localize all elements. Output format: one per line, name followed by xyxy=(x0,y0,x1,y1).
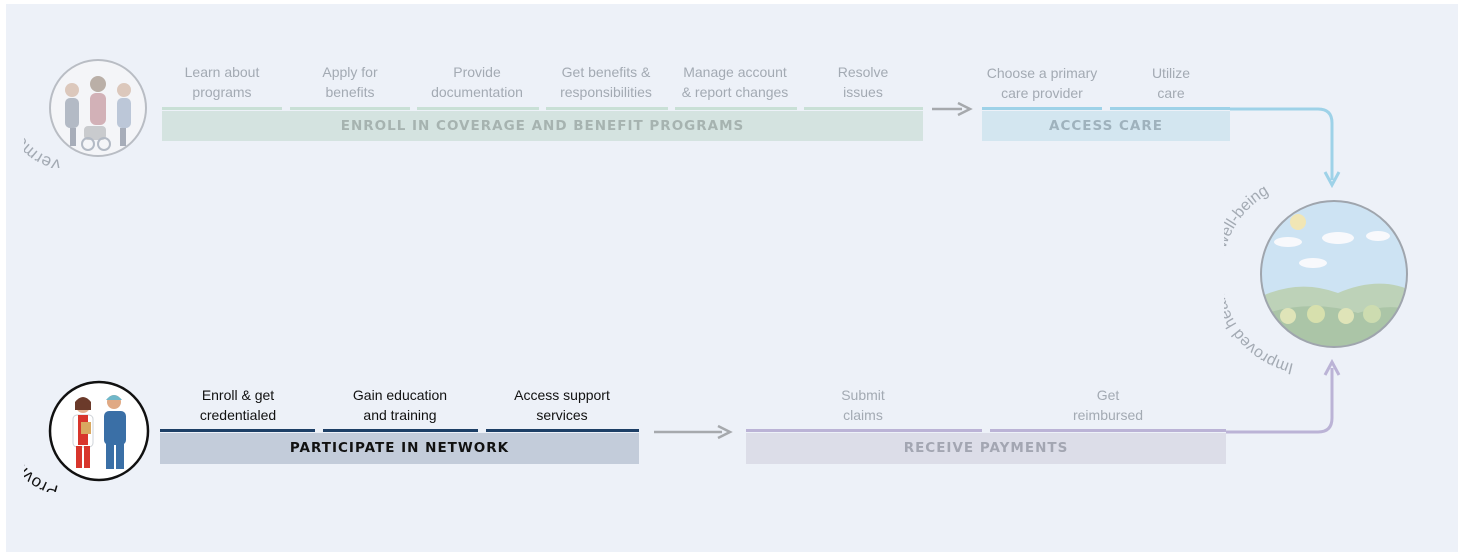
care-line-2 xyxy=(1110,107,1230,110)
step-provide-documentation: Provide documentation xyxy=(431,64,523,100)
step-utilize-care: Utilize care xyxy=(1151,65,1191,101)
enroll-line-3 xyxy=(417,107,539,110)
people-group-icon xyxy=(49,59,147,157)
step-access-support: Access support services xyxy=(514,387,610,423)
enroll-line-5 xyxy=(675,107,797,110)
network-line-1 xyxy=(160,429,315,432)
providers-avatar xyxy=(48,380,150,482)
network-line-3 xyxy=(486,429,639,432)
step-enroll-credentialed: Enroll & get credentialed xyxy=(199,387,277,423)
care-line-1 xyxy=(982,107,1102,110)
outcome-circle xyxy=(1258,198,1410,350)
payment-line-1 xyxy=(746,429,982,432)
step-get-reimbursed: Get reimbursed xyxy=(1072,387,1144,423)
vermonters-curved-label: Vermonters xyxy=(24,98,63,168)
step-learn-about-programs: Learn about programs xyxy=(184,64,260,100)
step-manage-account: Manage account & report changes xyxy=(681,64,789,100)
network-line-2 xyxy=(323,429,478,432)
vermonters-label: Vermonters xyxy=(24,98,63,168)
arrow-payments-to-outcome xyxy=(1226,358,1341,434)
doctors-icon xyxy=(48,380,150,482)
care-band: ACCESS CARE xyxy=(982,111,1230,141)
network-band: PARTICIPATE IN NETWORK xyxy=(160,433,639,464)
svg-text:Vermonters: Vermonters xyxy=(24,98,63,168)
svg-text:Providers: Providers xyxy=(24,436,60,492)
step-apply-for-benefits: Apply for benefits xyxy=(322,64,378,100)
outcome-label: Improved health and well-being xyxy=(1224,182,1295,376)
enroll-line-4 xyxy=(546,107,668,110)
step-gain-education: Gain education and training xyxy=(352,387,448,423)
enroll-band: ENROLL IN COVERAGE AND BENEFIT PROGRAMS xyxy=(162,111,923,141)
enroll-line-1 xyxy=(162,107,282,110)
step-submit-claims: Submit claims xyxy=(841,387,885,423)
vermonters-avatar xyxy=(48,58,148,158)
svg-text:Improved health and well-being: Improved health and well-being xyxy=(1224,182,1295,376)
step-get-benefits: Get benefits & responsibilities xyxy=(560,64,652,100)
providers-curved-label: Providers xyxy=(24,436,60,492)
payment-band: RECEIVE PAYMENTS xyxy=(746,433,1226,464)
arrow-enroll-to-care xyxy=(932,101,973,117)
providers-label: Providers xyxy=(24,436,60,492)
arrow-care-to-outcome xyxy=(1230,107,1341,189)
arrow-network-to-payments xyxy=(654,424,733,440)
payment-line-2 xyxy=(990,429,1226,432)
enroll-line-2 xyxy=(290,107,410,110)
enroll-line-6 xyxy=(804,107,923,110)
outcome-curved-label: Improved health and well-being xyxy=(1224,182,1295,376)
step-choose-primary-care: Choose a primary care provider xyxy=(986,65,1098,101)
step-resolve-issues: Resolve issues xyxy=(837,64,889,100)
landscape-icon xyxy=(1260,200,1408,348)
